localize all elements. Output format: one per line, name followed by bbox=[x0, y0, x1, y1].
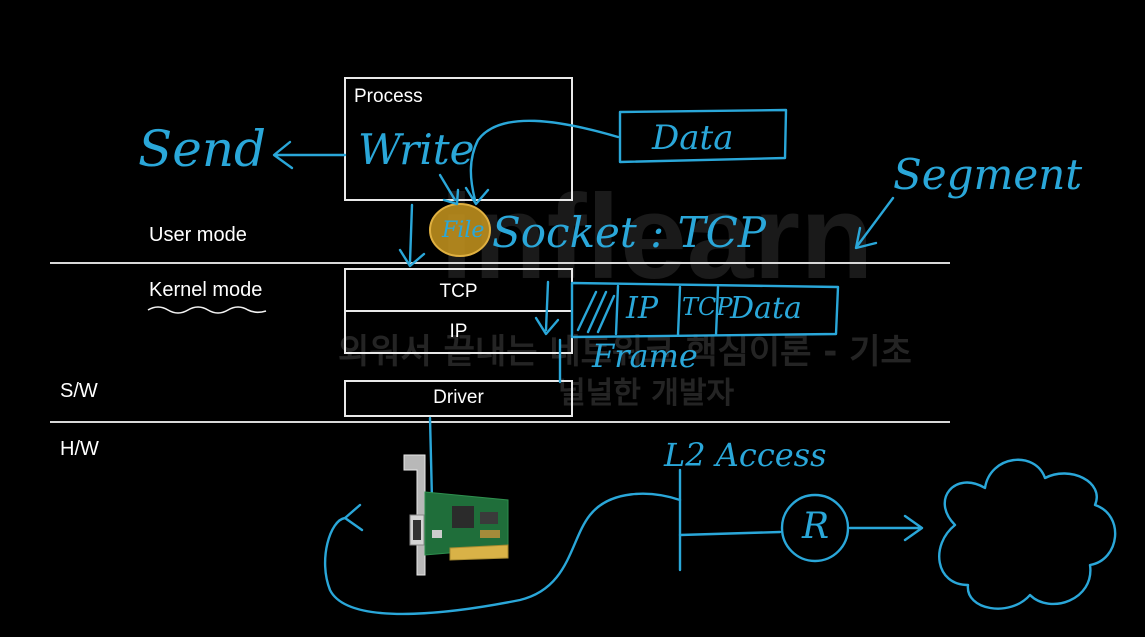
sw-label: S/W bbox=[60, 380, 98, 402]
hw-label: H/W bbox=[60, 438, 99, 460]
process-label: Process bbox=[354, 86, 423, 107]
data-to-socket-arrow bbox=[464, 119, 620, 206]
kernel-mode-underline bbox=[147, 306, 267, 314]
ip-divider bbox=[614, 284, 620, 336]
frame-outline bbox=[570, 281, 840, 339]
send-arrow bbox=[272, 140, 347, 170]
driver-label: Driver bbox=[433, 387, 484, 408]
l2-access-annotation: L2 Access bbox=[664, 436, 827, 474]
watermark-brand: inflearn bbox=[440, 170, 874, 304]
ip-layer-label: IP bbox=[449, 321, 468, 342]
nic-cable bbox=[323, 492, 682, 616]
segment-arrow bbox=[854, 196, 895, 250]
frame-data-annotation: Data bbox=[730, 291, 802, 326]
data-box bbox=[618, 108, 788, 164]
tcp-layer-label: TCP bbox=[439, 281, 478, 302]
sw-hw-divider bbox=[50, 421, 950, 423]
frame-ip-annotation: IP bbox=[626, 291, 659, 326]
internet-cloud bbox=[938, 458, 1117, 610]
driver-box bbox=[344, 380, 573, 417]
user-kernel-divider bbox=[50, 262, 950, 264]
driver-to-nic-line bbox=[428, 416, 434, 502]
frame-annotation: Frame bbox=[592, 337, 698, 375]
frame-hatch bbox=[576, 290, 616, 334]
tcp-ip-inner-divider bbox=[344, 310, 573, 312]
file-annotation: File bbox=[442, 218, 485, 243]
router-circle bbox=[780, 493, 850, 563]
user-to-kernel-arrow bbox=[398, 203, 426, 268]
write-to-file-arrow bbox=[438, 173, 460, 206]
send-annotation: Send bbox=[138, 120, 267, 178]
socket-tcp-annotation: Socket : TCP bbox=[492, 208, 767, 257]
tcp-divider bbox=[676, 285, 682, 337]
router-to-cloud-arrow bbox=[848, 514, 924, 542]
watermark-author: 널널한 개발자 bbox=[558, 376, 735, 411]
tcp-to-frame-arrow bbox=[534, 280, 560, 336]
router-label: R bbox=[802, 506, 830, 547]
segment-annotation: Segment bbox=[893, 150, 1083, 199]
write-annotation: Write bbox=[358, 125, 475, 174]
frame-tcp-annotation: TCP bbox=[682, 293, 733, 321]
user-mode-label: User mode bbox=[149, 224, 247, 246]
data-annotation: Data bbox=[652, 118, 734, 158]
kernel-mode-label: Kernel mode bbox=[149, 279, 263, 301]
data-divider bbox=[714, 285, 720, 337]
process-box bbox=[344, 77, 573, 201]
file-highlight bbox=[429, 203, 491, 257]
switch-to-router-line bbox=[678, 530, 782, 537]
